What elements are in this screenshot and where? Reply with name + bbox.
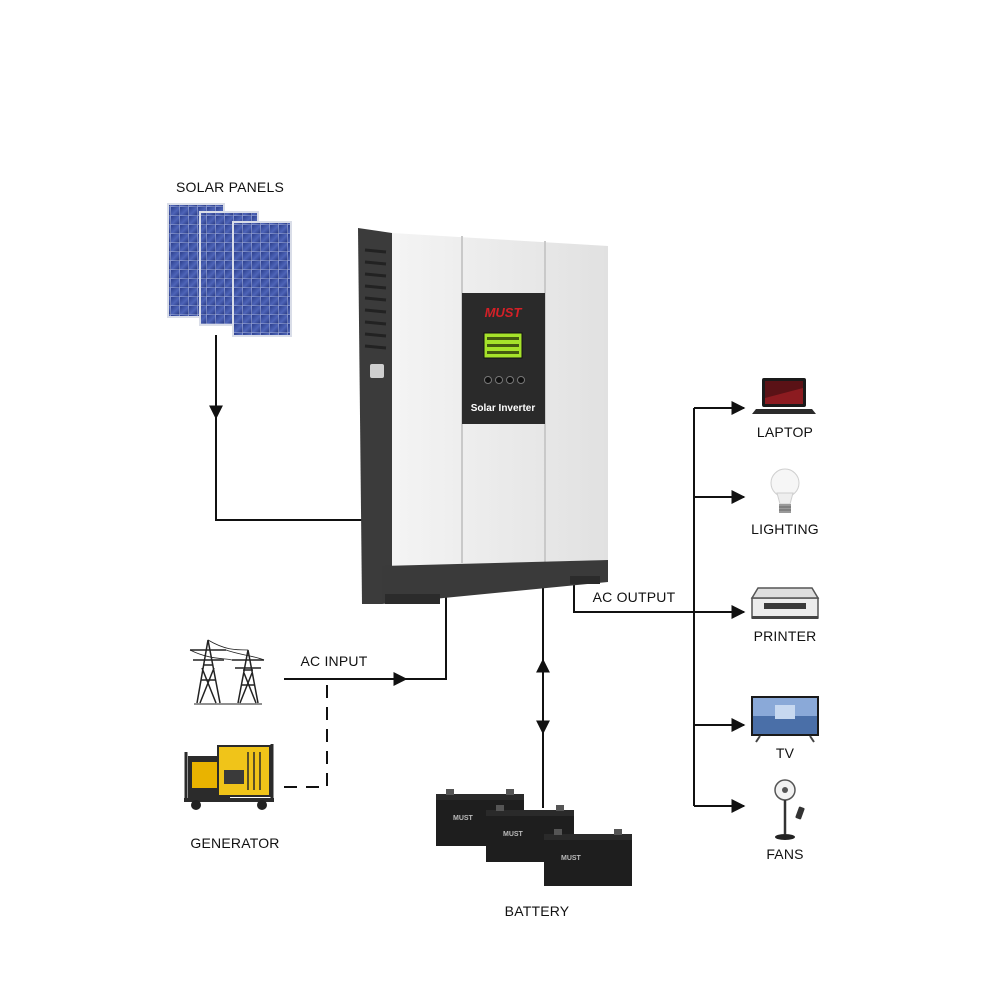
tv-icon xyxy=(751,696,819,743)
ac-output-line xyxy=(573,580,694,613)
laptop-icon xyxy=(752,378,816,414)
control-buttons xyxy=(484,376,525,384)
svg-text:MUST: MUST xyxy=(503,831,524,838)
ac-input-label: AC INPUT xyxy=(300,653,368,669)
fan-icon xyxy=(774,779,805,840)
solar-panels-image xyxy=(167,203,292,337)
printer-icon xyxy=(750,587,820,619)
lightbulb-icon xyxy=(770,468,800,513)
ac-input-line xyxy=(284,590,447,680)
svg-text:MUST: MUST xyxy=(453,815,474,822)
fans-label: FANS xyxy=(766,846,804,862)
solar-inverter-image: MUST Solar Inverter xyxy=(358,228,608,604)
laptop-label: LAPTOP xyxy=(756,424,814,440)
ac-output-label: AC OUTPUT xyxy=(592,589,676,605)
power-tower-icon xyxy=(189,639,265,705)
generator-dashed-line xyxy=(284,679,328,788)
generator-label: GENERATOR xyxy=(190,835,280,851)
battery-icon: MUST MUST MUST xyxy=(436,789,632,886)
inverter-brand: MUST xyxy=(485,305,523,320)
tv-label: TV xyxy=(775,745,795,761)
generator-icon xyxy=(184,744,274,810)
solar-panels-label: SOLAR PANELS xyxy=(176,179,284,195)
battery-label: BATTERY xyxy=(504,903,570,919)
printer-label: PRINTER xyxy=(753,628,817,644)
lighting-label: LIGHTING xyxy=(751,521,819,537)
svg-text:MUST: MUST xyxy=(561,855,582,862)
solar-line xyxy=(215,335,362,521)
inverter-product-label: Solar Inverter xyxy=(471,403,536,414)
connection-lines xyxy=(209,335,746,813)
